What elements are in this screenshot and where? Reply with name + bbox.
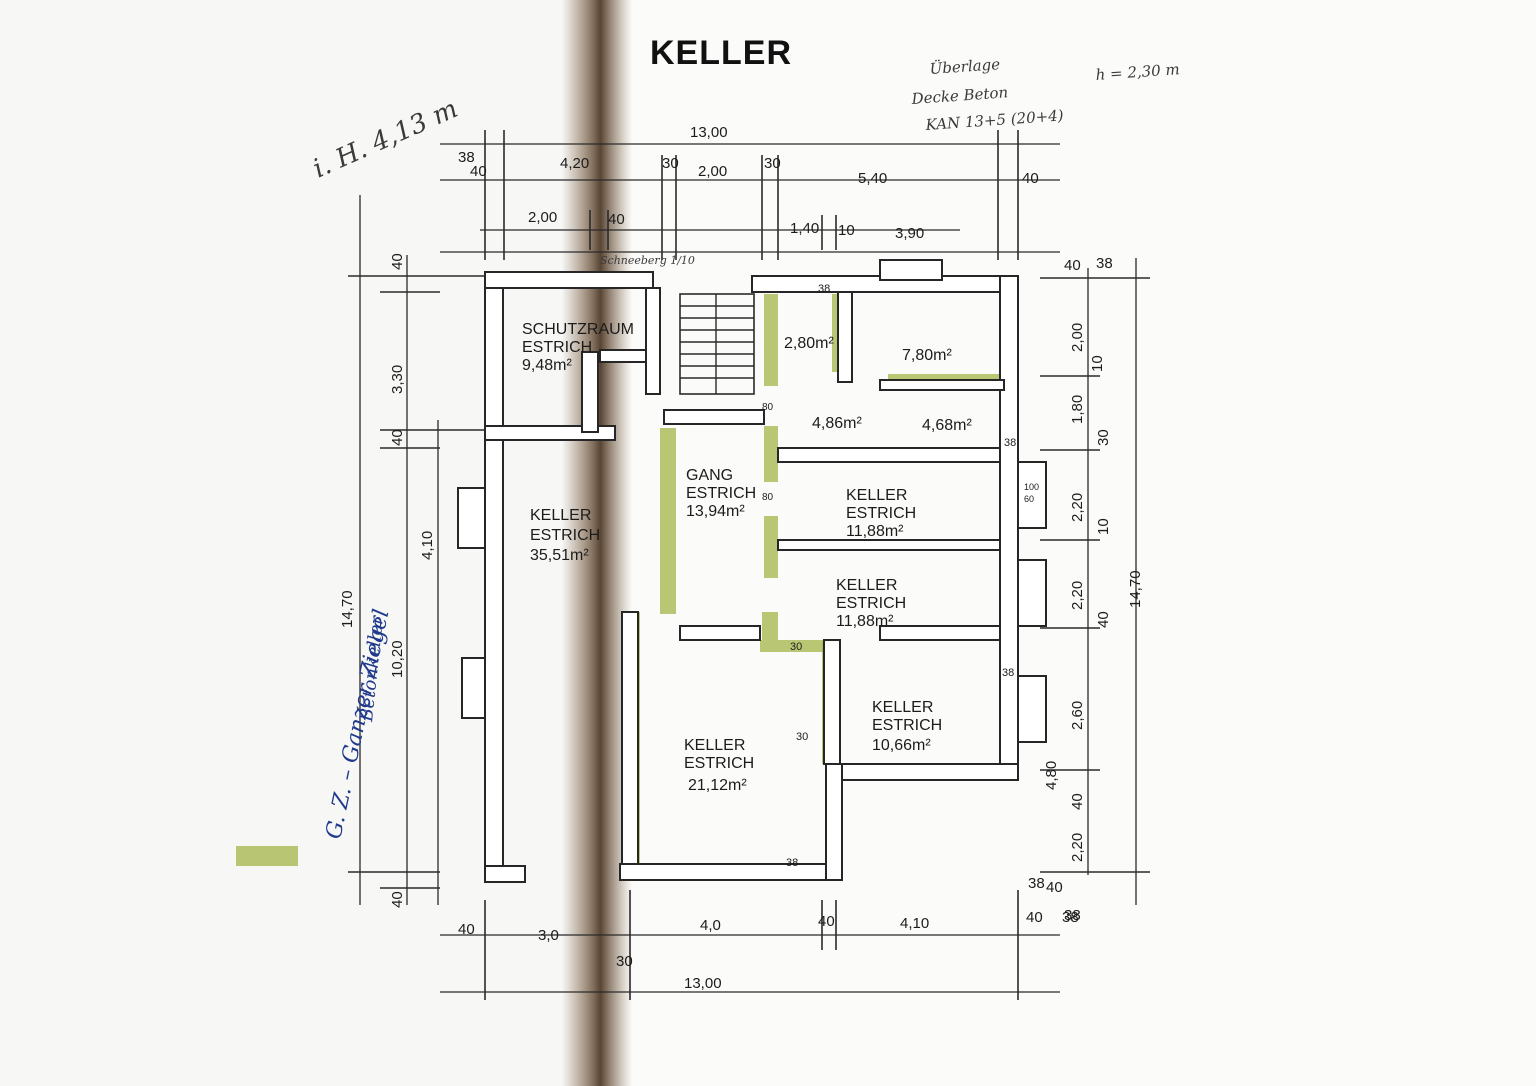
dim-top-540: 5,40 (858, 170, 887, 187)
dim-bottom-30: 3,0 (538, 927, 559, 944)
room-schutzraum-name: SCHUTZRAUM (522, 321, 634, 338)
window-recesses (457, 461, 1047, 743)
dim-right-220a: 2,20 (1069, 493, 1086, 522)
room-keller2112-floor: ESTRICH (684, 755, 754, 772)
dim-right-260: 2,60 (1069, 701, 1086, 730)
dim-top-420: 4,20 (560, 155, 589, 172)
room-keller1188b-floor: ESTRICH (836, 595, 906, 612)
room-keller355-floor: ESTRICH (530, 527, 600, 544)
dim-right-40a: 40 (1064, 257, 1081, 274)
room-keller1188a-name: KELLER (846, 487, 907, 504)
room-gang-name: GANG (686, 467, 733, 484)
staircase (679, 293, 755, 395)
label-38a: 38 (818, 283, 830, 295)
dim-left-40a: 40 (389, 253, 406, 270)
dim-bottom-38b: 38 (1028, 875, 1045, 892)
room-keller355-name: KELLER (530, 507, 591, 524)
room-keller2112-name: KELLER (684, 737, 745, 754)
room-keller1066-area: 10,66m² (872, 737, 931, 754)
dim-right-30: 30 (1095, 429, 1112, 446)
room-gang-floor: ESTRICH (686, 485, 756, 502)
dim-top-40b: 40 (1022, 170, 1039, 187)
dim-top-140: 1,40 (790, 220, 819, 237)
inner-walls (484, 259, 1005, 865)
room-280-area: 2,80m² (784, 335, 834, 352)
dim-right-38b: 38 (1064, 907, 1081, 924)
dim-top-10: 10 (838, 222, 855, 239)
dim-left-410: 4,10 (419, 531, 436, 560)
room-keller1066-floor: ESTRICH (872, 717, 942, 734)
dimension-lines-bottom (440, 890, 1060, 1000)
dimension-lines-left (348, 195, 490, 905)
dim-bottom-total: 13,00 (684, 975, 722, 992)
dim-bottom-40b: 40 (818, 913, 835, 930)
dim-top-30a: 30 (662, 155, 679, 172)
dim-left-330: 3,30 (389, 365, 406, 394)
dim-top-38: 38 (458, 149, 475, 166)
handwriting-mid: Schneeberg 1/10 (600, 254, 695, 267)
room-780-area: 7,80m² (902, 347, 952, 364)
dim-top-200: 2,00 (698, 163, 727, 180)
room-keller1188b-area: 11,88m² (836, 613, 894, 630)
room-keller2112-area: 21,12m² (688, 777, 747, 794)
label-38d: 38 (786, 857, 798, 869)
room-schutzraum-area: 9,48m² (522, 357, 572, 374)
room-keller1188b-name: KELLER (836, 577, 897, 594)
dim-bottom-410: 4,10 (900, 915, 929, 932)
room-keller1188a-area: 11,88m² (846, 523, 904, 540)
dim-bottom-38: 38 (1062, 909, 1079, 926)
room-keller1188a-floor: ESTRICH (846, 505, 916, 522)
dim-right-1470: 14,70 (1127, 570, 1144, 608)
dim-right-38a: 38 (1096, 255, 1113, 272)
outer-walls (484, 271, 1019, 883)
dim-right-40b: 40 (1095, 611, 1112, 628)
dim-top-40c: 40 (608, 211, 625, 228)
dim-right-10a: 10 (1089, 355, 1106, 372)
dim-left-1020: 10,20 (389, 640, 406, 678)
room-keller1066-name: KELLER (872, 699, 933, 716)
dim-left-1470: 14,70 (339, 590, 356, 628)
dim-right-220c: 2,20 (1069, 833, 1086, 862)
dimension-lines-top (440, 130, 1060, 260)
label-38c: 38 (1002, 667, 1014, 679)
dim-top-40: 40 (470, 163, 487, 180)
dim-right-220b: 2,20 (1069, 581, 1086, 610)
dim-bottom-30b: 30 (616, 953, 633, 970)
dimension-lines-right (1040, 258, 1150, 905)
dim-right-480: 4,80 (1043, 761, 1060, 790)
label-80b: 80 (762, 492, 774, 503)
paper-right-half (590, 0, 1536, 1086)
room-486-area: 4,86m² (812, 415, 862, 432)
plan-title: KELLER (650, 34, 792, 72)
label-100: 100 (1024, 482, 1039, 492)
dim-top-390: 3,90 (895, 225, 924, 242)
dim-bottom-40d: 40 (1046, 879, 1063, 896)
dim-bottom-40c: 40 (1026, 909, 1043, 926)
dim-bottom-400: 4,0 (700, 917, 721, 934)
dim-top-total: 13,00 (690, 124, 728, 141)
dim-right-40c: 40 (1069, 793, 1086, 810)
room-keller355-area: 35,51m² (530, 547, 589, 564)
dim-left-40b: 40 (389, 429, 406, 446)
dim-left-40c: 40 (389, 891, 406, 908)
label-30a: 30 (790, 641, 802, 653)
dim-top-200b: 2,00 (528, 209, 557, 226)
dim-top-30b: 30 (764, 155, 781, 172)
dim-bottom-40a: 40 (458, 921, 475, 938)
dim-right-200: 2,00 (1069, 323, 1086, 352)
room-schutzraum-floor: ESTRICH (522, 339, 592, 356)
dim-right-10b: 10 (1095, 518, 1112, 535)
label-60: 60 (1024, 494, 1034, 504)
label-30b: 30 (796, 731, 808, 743)
handwriting-ueberlage: Überlage (929, 55, 1001, 78)
dim-right-180: 1,80 (1069, 395, 1086, 424)
room-468-area: 4,68m² (922, 417, 972, 434)
label-80a: 80 (762, 402, 774, 413)
handwriting-room-height: h = 2,30 m (1095, 60, 1180, 84)
label-38b: 38 (1004, 437, 1016, 449)
room-gang-area: 13,94m² (686, 503, 745, 520)
paper-fold-shadow (562, 0, 632, 1086)
